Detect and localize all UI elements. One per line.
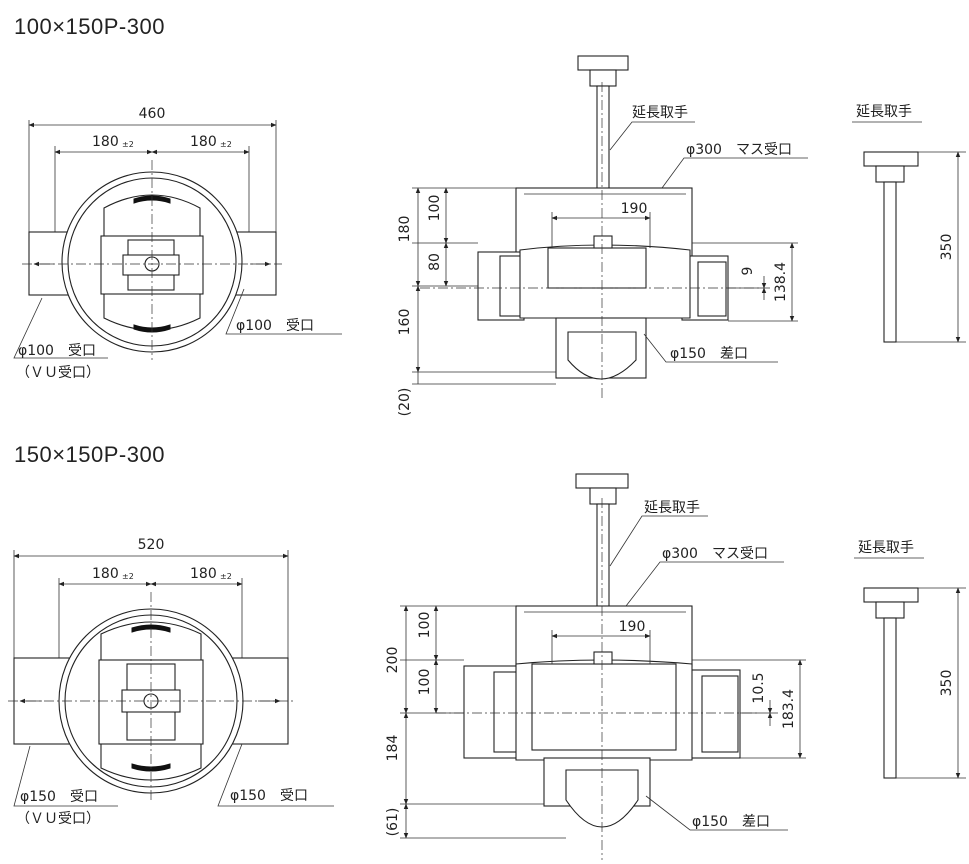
side-handle-label-2: 延長取手	[644, 500, 700, 516]
side-view-2: 200 100 100 184 (61) 190 183.4 10.5 延長取手…	[385, 473, 806, 860]
handle-view-label-2: 延長取手	[858, 540, 914, 556]
side-height-right-2: 183.4	[781, 689, 797, 729]
top-half-left-2: 180	[92, 566, 119, 582]
top-tol-left-1: ±2	[122, 140, 134, 149]
side-h-bottom-2: 184	[385, 735, 401, 762]
inlet-right-1: φ100 受口	[236, 318, 314, 334]
top-view-1: 460 180 ±2 180 ±2	[13, 106, 342, 381]
side-width-1: 190	[621, 201, 648, 217]
side-height-right-1: 138.4	[773, 262, 789, 302]
top-half-right-2: 180	[190, 566, 217, 582]
top-tol-left-2: ±2	[122, 572, 134, 581]
handle-length-2: 350	[939, 670, 955, 697]
inlet-left-2: φ150 受口	[20, 789, 98, 805]
side-h-lower-2: 100	[417, 669, 433, 696]
side-h-upper-1: 100	[427, 195, 443, 222]
side-offset-1: 9	[740, 267, 756, 276]
handle-view-1: 延長取手 350	[852, 104, 966, 343]
handle-length-1: 350	[939, 234, 955, 261]
handle-view-label-1: 延長取手	[856, 104, 912, 120]
side-h-upper-2: 100	[417, 612, 433, 639]
section-1-title: 100×150P-300	[14, 14, 165, 39]
side-mouth-label-1: φ300 マス受口	[686, 142, 792, 158]
section-1: 100×150P-300 460 180 ±2 180 ±2	[13, 14, 966, 417]
side-outlet-label-1: φ150 差口	[670, 346, 748, 362]
inlet-left-1: φ100 受口	[18, 343, 96, 359]
side-h-extra-1: (20)	[397, 388, 413, 417]
top-view-2: 520 180 ±2 180 ±2 φ150 受口	[8, 537, 334, 827]
top-half-right-1: 180	[190, 134, 217, 150]
inlet-left-note-1: （ＶＵ受口）	[16, 365, 100, 381]
side-h-extra-2: (61)	[385, 808, 401, 837]
side-h-total-1: 180	[397, 216, 413, 243]
side-h-bottom-1: 160	[397, 309, 413, 336]
side-h-total-2: 200	[385, 647, 401, 674]
side-outlet-label-2: φ150 差口	[692, 814, 770, 830]
side-handle-label-1: 延長取手	[632, 105, 688, 121]
side-h-lower-1: 80	[427, 253, 443, 271]
top-tol-right-2: ±2	[220, 572, 232, 581]
side-offset-2: 10.5	[751, 672, 767, 703]
section-2: 150×150P-300 520 180 ±2 180 ±2	[8, 442, 966, 860]
inlet-right-2: φ150 受口	[230, 788, 308, 804]
side-view-1: 180 100 80 160 (20) 190 138.4 9 延長取手 φ30…	[397, 55, 808, 417]
section-2-title: 150×150P-300	[14, 442, 165, 467]
side-width-2: 190	[619, 619, 646, 635]
inlet-left-note-2: （ＶＵ受口）	[16, 811, 100, 827]
top-half-left-1: 180	[92, 134, 119, 150]
side-mouth-label-2: φ300 マス受口	[662, 546, 768, 562]
top-tol-right-1: ±2	[220, 140, 232, 149]
top-width-1: 460	[139, 106, 166, 122]
handle-view-2: 延長取手 350	[854, 540, 966, 779]
top-width-2: 520	[138, 537, 165, 553]
